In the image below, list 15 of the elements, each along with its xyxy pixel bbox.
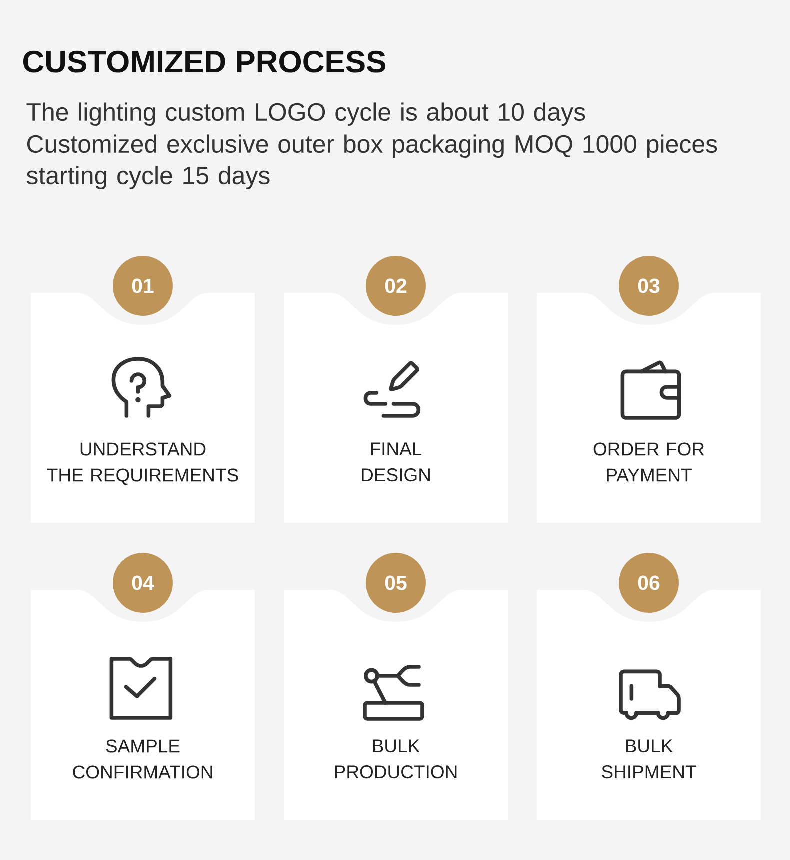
step-card: BULK SHIPMENT (537, 590, 761, 820)
number-badge: 01 (113, 256, 173, 316)
step-card: FINAL DESIGN (284, 293, 508, 523)
number-badge: 04 (113, 553, 173, 613)
heading: CUSTOMIZED PROCESS (23, 50, 386, 73)
number-badge: 03 (619, 256, 679, 316)
number-badge: 06 (619, 553, 679, 613)
description-text: Customized exclusive outer box packaging MOQ 1000 pieces starting cycle 15 days (26, 134, 718, 190)
step-card: SAMPLE CONFIRMATION (31, 590, 255, 820)
step-card: BULK PRODUCTION (284, 590, 508, 820)
step-card: UNDERSTAND THE REQUIREMENTS (31, 293, 255, 523)
number-badge: 05 (366, 553, 426, 613)
step-card: ORDER FOR PAYMENT (537, 293, 761, 523)
number-badge: 02 (366, 256, 426, 316)
description-text: The lighting custom LOGO cycle is about 10 days (26, 102, 586, 126)
